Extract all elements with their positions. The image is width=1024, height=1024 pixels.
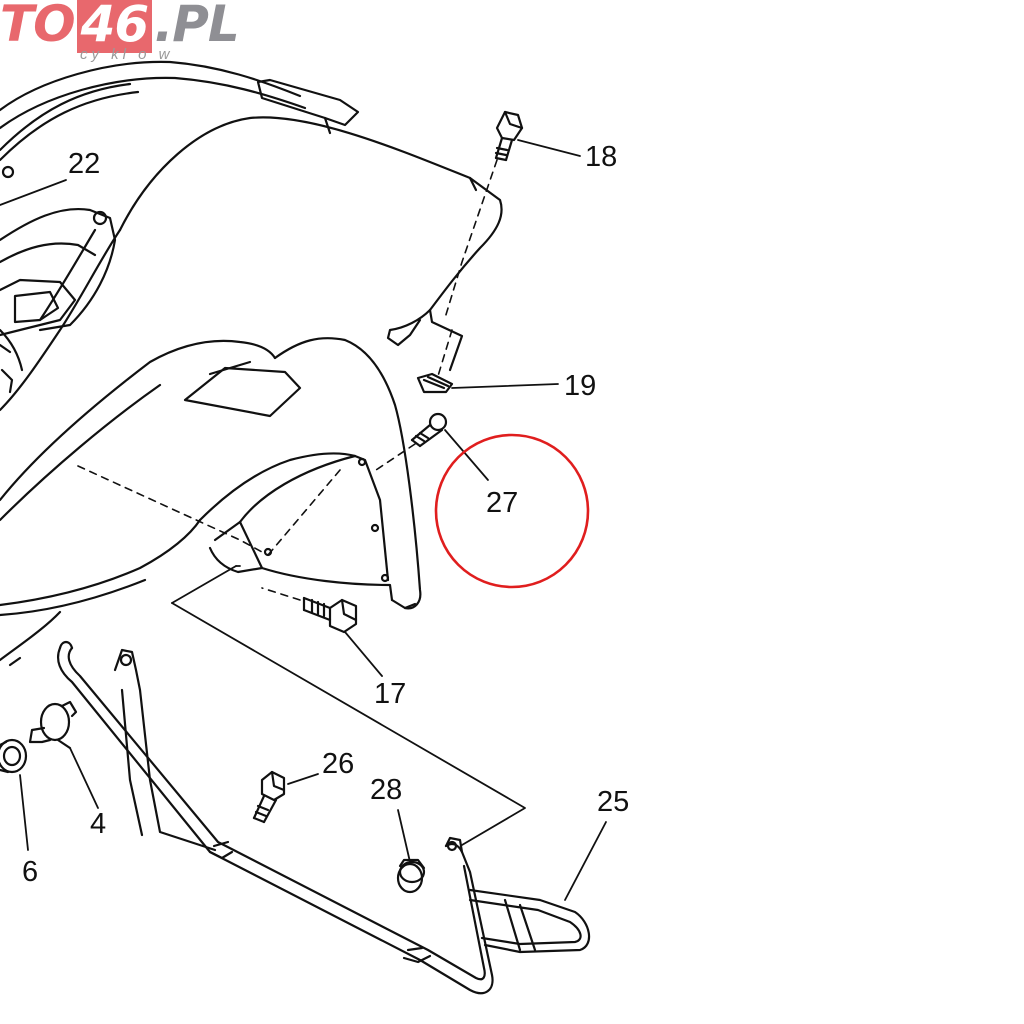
watermark-tagline: cy kl o w xyxy=(80,46,174,63)
watermark-number: 46 xyxy=(76,0,153,53)
assembly-bracket-lines xyxy=(171,565,526,846)
callout-25: 25 xyxy=(597,786,630,818)
screw-27 xyxy=(410,412,448,448)
highlight-circle xyxy=(434,433,590,589)
bolt-18 xyxy=(494,110,524,162)
rear-fender-upper xyxy=(0,60,503,412)
watermark-prefix: TO xyxy=(0,0,76,53)
rear-fender-lower xyxy=(0,337,422,667)
nut-28 xyxy=(396,858,426,894)
grommet-6 xyxy=(0,738,28,774)
bolt-17 xyxy=(302,596,358,634)
assembly-guide-lines xyxy=(77,159,498,601)
callout-22: 22 xyxy=(68,148,101,180)
grab-bar-25 xyxy=(56,640,591,995)
callout-19: 19 xyxy=(564,370,597,402)
watermark-suffix: .PL xyxy=(154,0,239,53)
bumper-stud-4 xyxy=(28,700,78,750)
bolt-26 xyxy=(252,770,286,824)
callout-6: 6 xyxy=(22,856,39,888)
callout-27: 27 xyxy=(486,487,519,519)
clip-19 xyxy=(416,372,454,394)
callout-leader-lines xyxy=(0,139,607,901)
callout-17: 17 xyxy=(374,678,407,710)
callout-28: 28 xyxy=(370,774,403,806)
callout-26: 26 xyxy=(322,748,355,780)
callout-18: 18 xyxy=(585,141,618,173)
callout-4: 4 xyxy=(90,808,107,840)
